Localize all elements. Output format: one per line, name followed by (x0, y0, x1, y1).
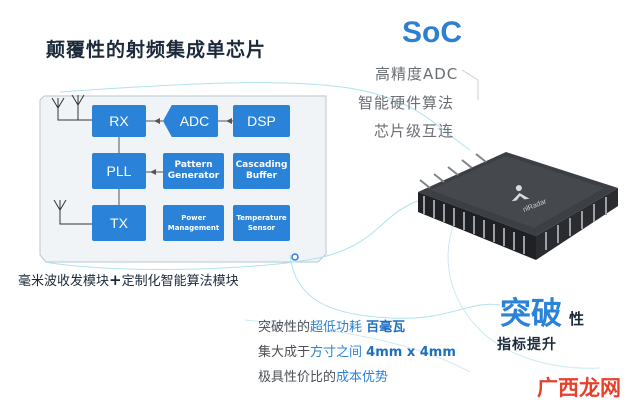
connector-line-low (289, 254, 501, 319)
feature-item: 智能硬件算法 (358, 94, 455, 112)
connector-line-bottom (244, 319, 471, 373)
connector-line-top (59, 82, 471, 151)
antenna-icon (51, 94, 92, 121)
connector-line-mid (44, 199, 421, 270)
connector-node (291, 253, 299, 261)
block-dsp: DSP (233, 105, 290, 137)
module-caption: 毫米波收发模块+定制化智能算法模块 (18, 271, 239, 289)
page-title: 颠覆性的射频集成单芯片 (46, 39, 267, 61)
highlight-line: 集大成于方寸之间 4mm x 4mm (258, 345, 456, 360)
headline-small: 性 (569, 310, 585, 328)
antenna-icon (53, 199, 92, 225)
highlight-line: 极具性价比的成本优势 (258, 370, 389, 385)
block-pll: PLL (92, 153, 146, 189)
feature-item: 高精度ADC (375, 65, 459, 83)
highlight-line: 突破性的超低功耗 百毫瓦 (258, 320, 406, 335)
watermark-logo: 广西龙网 (537, 376, 621, 400)
headline-sub: 指标提升 (497, 337, 557, 353)
block-rx: RX (92, 105, 146, 137)
soc-label: SoC (402, 16, 462, 49)
headline-big: 突破 (500, 296, 562, 332)
block-tx: TX (92, 205, 146, 241)
chip-image (418, 152, 618, 260)
block-adc: ADC (163, 105, 218, 137)
connector-line-right (447, 219, 601, 369)
feature-item: 芯片级互连 (374, 122, 455, 140)
